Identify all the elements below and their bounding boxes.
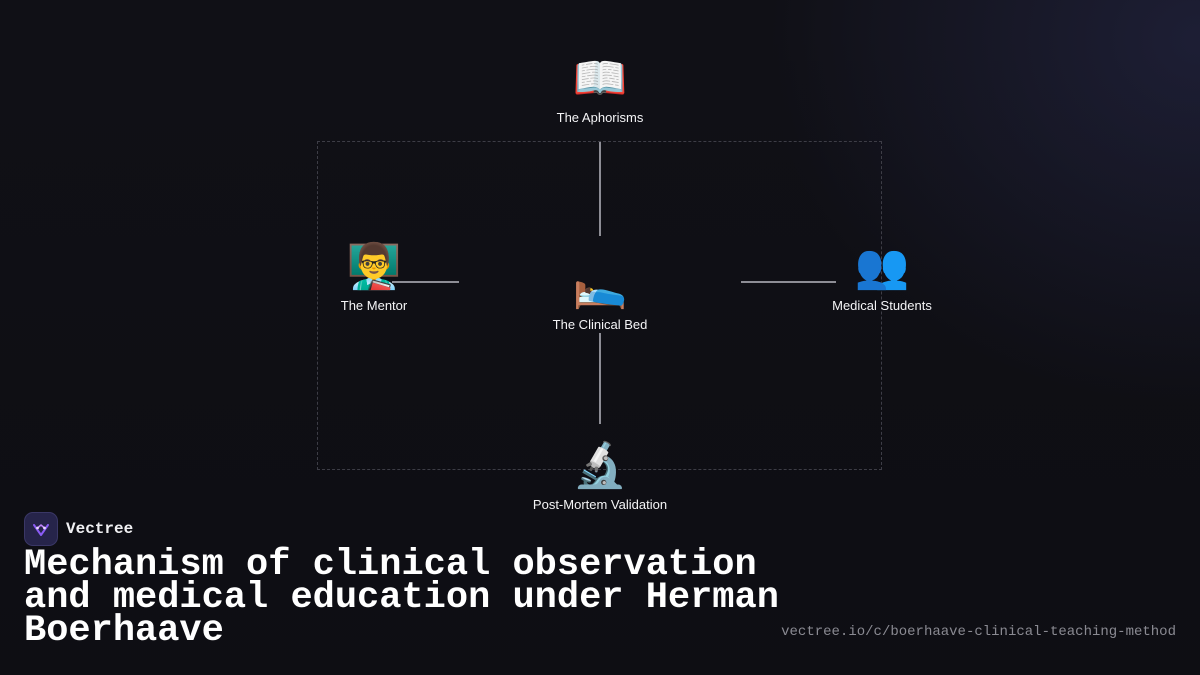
- brand-name: Vectree: [66, 520, 134, 538]
- teacher-icon: 👨‍🏫: [346, 241, 402, 292]
- people-silhouettes-icon: 👥: [854, 241, 910, 292]
- node-post-mortem: 🔬 Post-Mortem Validation: [480, 440, 720, 513]
- connector-clinical-bed-post-mortem: [599, 333, 601, 424]
- microscope-icon: 🔬: [572, 440, 628, 491]
- vectree-logo-icon: [24, 512, 58, 546]
- node-label-mentor: The Mentor: [340, 298, 408, 313]
- person-in-bed-icon: 🛌: [572, 260, 628, 311]
- connector-mentor-clinical-bed: [392, 281, 459, 283]
- vectree-logo-mark: [33, 524, 49, 536]
- source-url[interactable]: vectree.io/c/boerhaave-clinical-teaching…: [781, 624, 1176, 640]
- page-title: Mechanism of clinical observation and me…: [24, 544, 779, 652]
- diagram-frame: [317, 141, 882, 470]
- node-mentor: 👨‍🏫 The Mentor: [254, 241, 494, 314]
- connector-clinical-bed-students: [741, 281, 836, 283]
- node-label-clinical-bed: The Clinical Bed: [552, 317, 648, 332]
- brand: Vectree: [24, 512, 133, 546]
- node-label-aphorisms: The Aphorisms: [556, 110, 644, 125]
- node-label-post-mortem: Post-Mortem Validation: [532, 497, 668, 512]
- node-students: 👥 Medical Students: [762, 241, 1002, 314]
- node-clinical-bed: 🛌 The Clinical Bed: [480, 260, 720, 333]
- node-label-students: Medical Students: [832, 298, 932, 313]
- node-aphorisms: 📖 The Aphorisms: [480, 53, 720, 126]
- open-book-icon: 📖: [572, 53, 628, 104]
- connector-aphorisms-clinical-bed: [599, 142, 601, 236]
